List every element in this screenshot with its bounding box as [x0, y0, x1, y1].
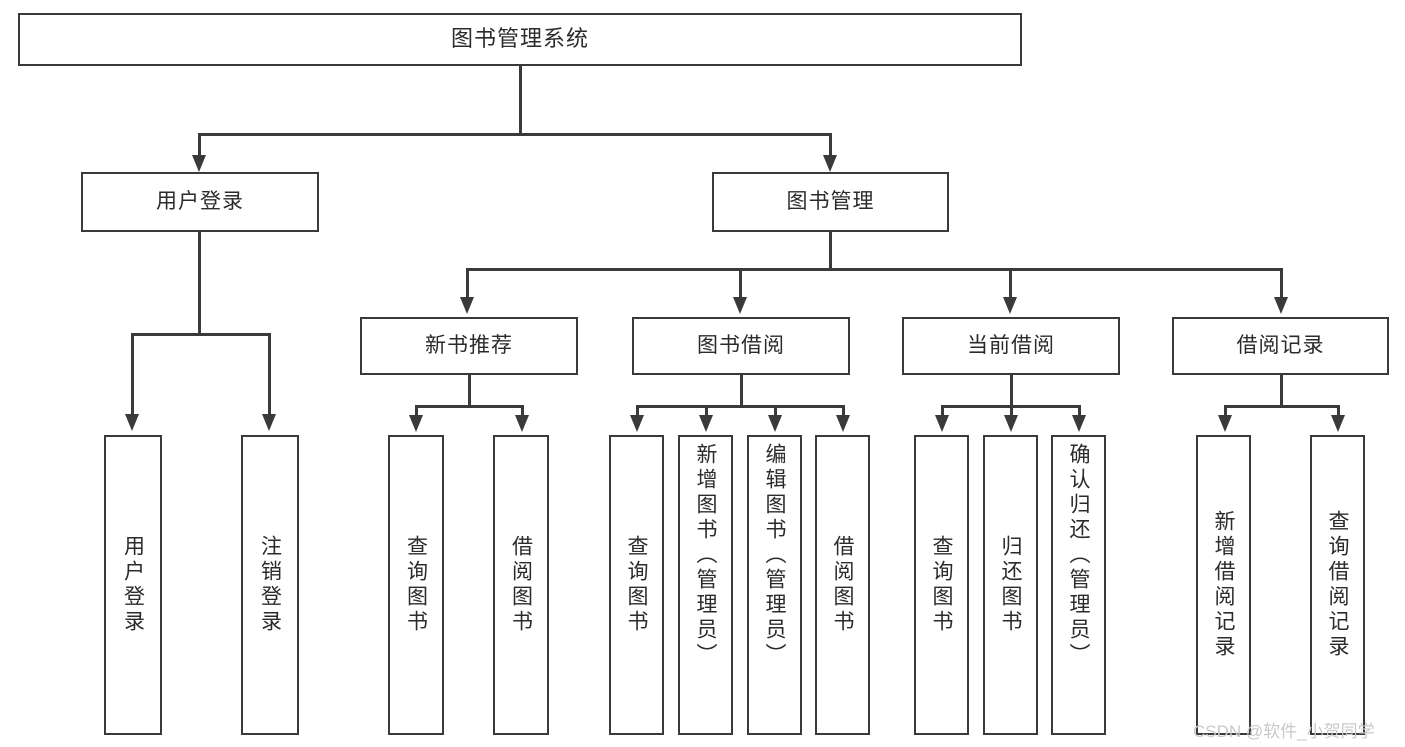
connector-current-drop-1 — [941, 405, 944, 417]
connector-recommend-drop-2 — [521, 405, 524, 417]
node-label: 确认归还（管理员） — [1067, 443, 1090, 668]
node-label: 借阅记录 — [1236, 334, 1325, 358]
leaf-borrow-edit-book[interactable]: 编辑图书（管理员） — [747, 435, 802, 735]
arrow-to-book-manage — [823, 155, 837, 172]
node-root-system[interactable]: 图书管理系统 — [18, 13, 1022, 66]
leaf-logout[interactable]: 注销登录 — [241, 435, 299, 735]
arrow-to-current-return-book — [1004, 415, 1018, 432]
connector-root-bar — [198, 133, 831, 136]
node-current-borrow[interactable]: 当前借阅 — [902, 317, 1120, 375]
node-label: 图书管理 — [786, 190, 875, 214]
node-label: 归还图书 — [999, 535, 1022, 635]
connector-recommend-stem — [468, 375, 471, 405]
node-label: 借阅图书 — [509, 535, 533, 635]
connector-book-manage-bar — [466, 268, 1282, 271]
arrow-to-borrow-query-book — [630, 415, 644, 432]
arrow-to-recommend-borrow-book — [515, 415, 529, 432]
leaf-record-query[interactable]: 查询借阅记录 — [1310, 435, 1365, 735]
leaf-record-add[interactable]: 新增借阅记录 — [1196, 435, 1251, 735]
arrow-to-current-confirm-return — [1072, 415, 1086, 432]
leaf-borrow-add-book[interactable]: 新增图书（管理员） — [678, 435, 733, 735]
arrow-to-user-login — [192, 155, 206, 172]
connector-recommend-bar — [415, 405, 523, 408]
node-label: 图书管理系统 — [450, 26, 589, 52]
connector-book-manage-drop-1 — [466, 268, 469, 299]
node-label: 新增图书（管理员） — [694, 443, 717, 668]
connector-root-stem — [519, 66, 522, 133]
leaf-user-login[interactable]: 用户登录 — [104, 435, 162, 735]
leaf-current-return-book[interactable]: 归还图书 — [983, 435, 1038, 735]
leaf-borrow-lend-book[interactable]: 借阅图书 — [815, 435, 870, 735]
node-label: 借阅图书 — [831, 535, 854, 635]
connector-user-login-drop-2 — [268, 333, 271, 416]
leaf-current-confirm-return[interactable]: 确认归还（管理员） — [1051, 435, 1106, 735]
node-label: 用户登录 — [121, 535, 145, 635]
connector-borrow-drop-1 — [636, 405, 639, 417]
arrow-to-new-book-recommend — [460, 297, 474, 314]
connector-recommend-drop-1 — [415, 405, 418, 417]
arrow-to-recommend-query-book — [409, 415, 423, 432]
leaf-borrow-query-book[interactable]: 查询图书 — [609, 435, 664, 735]
leaf-recommend-borrow-book[interactable]: 借阅图书 — [493, 435, 549, 735]
connector-current-stem — [1010, 375, 1013, 405]
node-label: 新书推荐 — [425, 334, 513, 358]
connector-current-drop-2 — [1010, 405, 1013, 417]
connector-user-login-stem — [198, 232, 201, 333]
node-borrow-record[interactable]: 借阅记录 — [1172, 317, 1389, 375]
node-label: 查询图书 — [930, 535, 953, 635]
arrow-to-borrow-add-book — [699, 415, 713, 432]
node-new-book-recommend[interactable]: 新书推荐 — [360, 317, 578, 375]
connector-user-login-bar — [131, 333, 268, 336]
node-label: 查询借阅记录 — [1326, 510, 1349, 660]
connector-record-drop-2 — [1337, 405, 1340, 417]
node-book-management[interactable]: 图书管理 — [712, 172, 949, 232]
node-label: 查询图书 — [404, 535, 428, 635]
node-label: 图书借阅 — [697, 334, 785, 358]
connector-borrow-drop-2 — [705, 405, 708, 417]
arrow-to-current-borrow — [1003, 297, 1017, 314]
arrow-to-record-add — [1218, 415, 1232, 432]
connector-root-left-drop — [198, 133, 201, 157]
node-label: 查询图书 — [625, 535, 648, 635]
arrow-to-borrow-record — [1274, 297, 1288, 314]
connector-book-manage-stem — [829, 232, 832, 268]
leaf-current-query-book[interactable]: 查询图书 — [914, 435, 969, 735]
arrow-to-book-borrow — [733, 297, 747, 314]
connector-record-drop-1 — [1224, 405, 1227, 417]
connector-record-stem — [1280, 375, 1283, 405]
node-label: 用户登录 — [156, 190, 244, 214]
node-label: 注销登录 — [258, 535, 282, 635]
arrow-to-record-query — [1331, 415, 1345, 432]
node-user-login[interactable]: 用户登录 — [81, 172, 319, 232]
connector-book-manage-drop-3 — [1009, 268, 1012, 299]
arrow-to-current-query-book — [935, 415, 949, 432]
connector-root-right-drop — [829, 133, 832, 157]
watermark-text: CSDN @软件_小贺同学 — [1193, 722, 1375, 741]
connector-borrow-stem — [740, 375, 743, 405]
leaf-recommend-query-book[interactable]: 查询图书 — [388, 435, 444, 735]
connector-borrow-drop-3 — [774, 405, 777, 417]
arrow-to-borrow-lend-book — [836, 415, 850, 432]
node-label: 新增借阅记录 — [1212, 510, 1235, 660]
connector-borrow-bar — [636, 405, 844, 408]
arrow-to-logout-leaf — [262, 414, 276, 431]
node-label: 编辑图书（管理员） — [763, 443, 786, 668]
connector-borrow-drop-4 — [842, 405, 845, 417]
connector-user-login-drop-1 — [131, 333, 134, 416]
connector-book-manage-drop-2 — [739, 268, 742, 299]
arrow-to-user-login-leaf — [125, 414, 139, 431]
connector-record-bar — [1224, 405, 1339, 408]
connector-book-manage-drop-4 — [1280, 268, 1283, 299]
node-book-borrow[interactable]: 图书借阅 — [632, 317, 850, 375]
connector-current-drop-3 — [1078, 405, 1081, 417]
node-label: 当前借阅 — [967, 334, 1055, 358]
arrow-to-borrow-edit-book — [768, 415, 782, 432]
